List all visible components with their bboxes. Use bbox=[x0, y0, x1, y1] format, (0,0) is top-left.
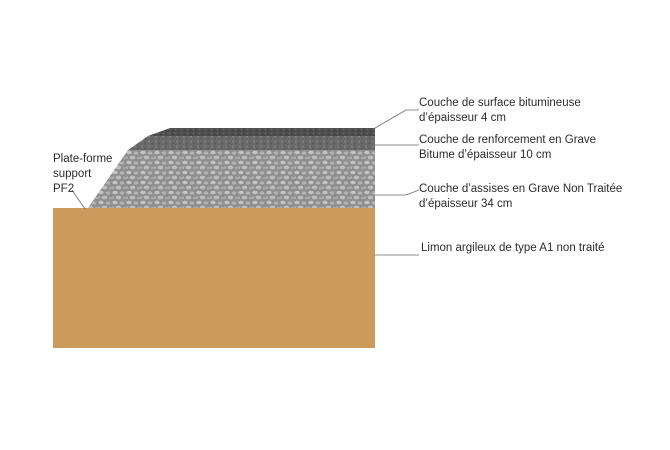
label-surface-line2: d’épaisseur 4 cm bbox=[419, 112, 506, 124]
label-assises-layer: Couche d’assises en Grave Non Traitée d’… bbox=[419, 182, 622, 212]
label-plateforme-line3: PF2 bbox=[53, 183, 75, 195]
label-plateforme-support: Plate-forme support PF2 bbox=[53, 152, 112, 197]
label-limon-layer: Limon argileux de type A1 non traité bbox=[421, 241, 604, 256]
layer-limon bbox=[53, 208, 375, 348]
label-assises-line1: Couche d’assises en Grave Non Traitée bbox=[419, 183, 623, 195]
leader-line-plateforme bbox=[71, 189, 86, 210]
label-assises-line2: d’épaisseur 34 cm bbox=[419, 198, 513, 210]
layer-renforcement bbox=[128, 136, 375, 150]
label-surface-layer: Couche de surface bitumineuse d’épaisseu… bbox=[419, 96, 581, 126]
label-limon-line1: Limon argileux de type A1 non traité bbox=[421, 242, 605, 254]
layer-assises bbox=[88, 150, 375, 208]
label-renforcement-line1: Couche de renforcement en Grave bbox=[419, 134, 597, 146]
layer-surface bbox=[148, 128, 375, 136]
label-renforcement-layer: Couche de renforcement en Grave Bitume d… bbox=[419, 133, 596, 163]
leader-line-assises bbox=[375, 189, 420, 196]
leader-line-surface bbox=[374, 109, 419, 129]
label-plateforme-line1: Plate-forme bbox=[53, 153, 113, 165]
label-renforcement-line2: Bitume d’épaisseur 10 cm bbox=[419, 149, 552, 161]
label-plateforme-line2: support bbox=[53, 168, 92, 180]
label-surface-line1: Couche de surface bitumineuse bbox=[419, 97, 581, 109]
